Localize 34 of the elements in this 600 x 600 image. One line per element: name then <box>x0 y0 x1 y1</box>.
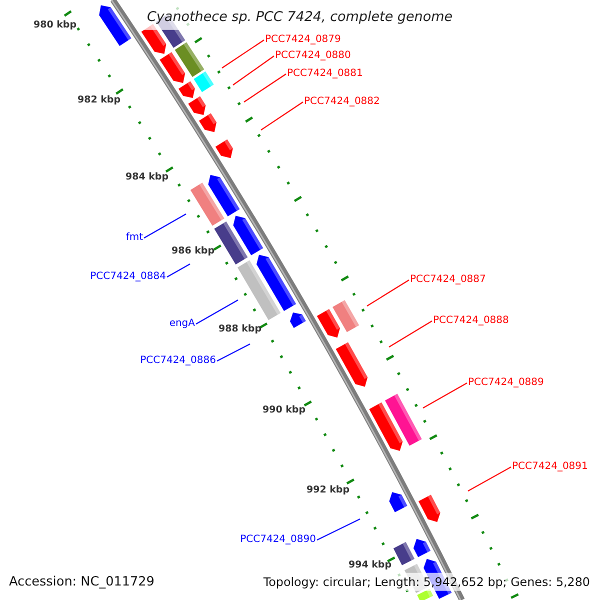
gene-label: PCC7424_0880 <box>275 50 351 62</box>
gene-label: PCC7424_0879 <box>265 34 341 46</box>
gene-label: PCC7424_0888 <box>433 315 509 327</box>
leader-line <box>232 56 274 86</box>
tick-label: 992 kbp <box>306 484 350 496</box>
leader-line <box>166 264 190 278</box>
leader-line <box>260 102 304 130</box>
gene-label: fmt <box>126 232 143 244</box>
leader-line <box>144 214 186 238</box>
leader-line <box>316 518 360 540</box>
gene-label: PCC7424_0881 <box>287 68 363 80</box>
leader-line <box>388 320 432 348</box>
tick-label: 984 kbp <box>125 171 169 183</box>
gene-label: PCC7424_0882 <box>304 96 380 108</box>
leader-line <box>366 280 410 306</box>
leader-line <box>422 382 468 408</box>
gene-label: engA <box>169 318 195 330</box>
tick-label: 986 kbp <box>171 245 215 257</box>
tick-label: 980 kbp <box>33 19 77 31</box>
gene-label: PCC7424_0884 <box>90 271 166 283</box>
tick-label: 994 kbp <box>348 559 392 571</box>
leader-line <box>468 466 512 492</box>
tick-label: 988 kbp <box>218 323 262 335</box>
leader-line <box>244 74 286 102</box>
gene-label: PCC7424_0891 <box>512 461 588 473</box>
leader-line <box>196 300 238 324</box>
leader-line <box>216 344 250 362</box>
gene-label: PCC7424_0886 <box>140 355 216 367</box>
gene-label: PCC7424_0889 <box>468 377 544 389</box>
gene-label: PCC7424_0887 <box>410 274 486 286</box>
leader-line <box>222 40 264 68</box>
tick-label: 990 kbp <box>262 404 306 416</box>
tick-label: 982 kbp <box>77 94 121 106</box>
gene-label: PCC7424_0890 <box>240 534 316 546</box>
